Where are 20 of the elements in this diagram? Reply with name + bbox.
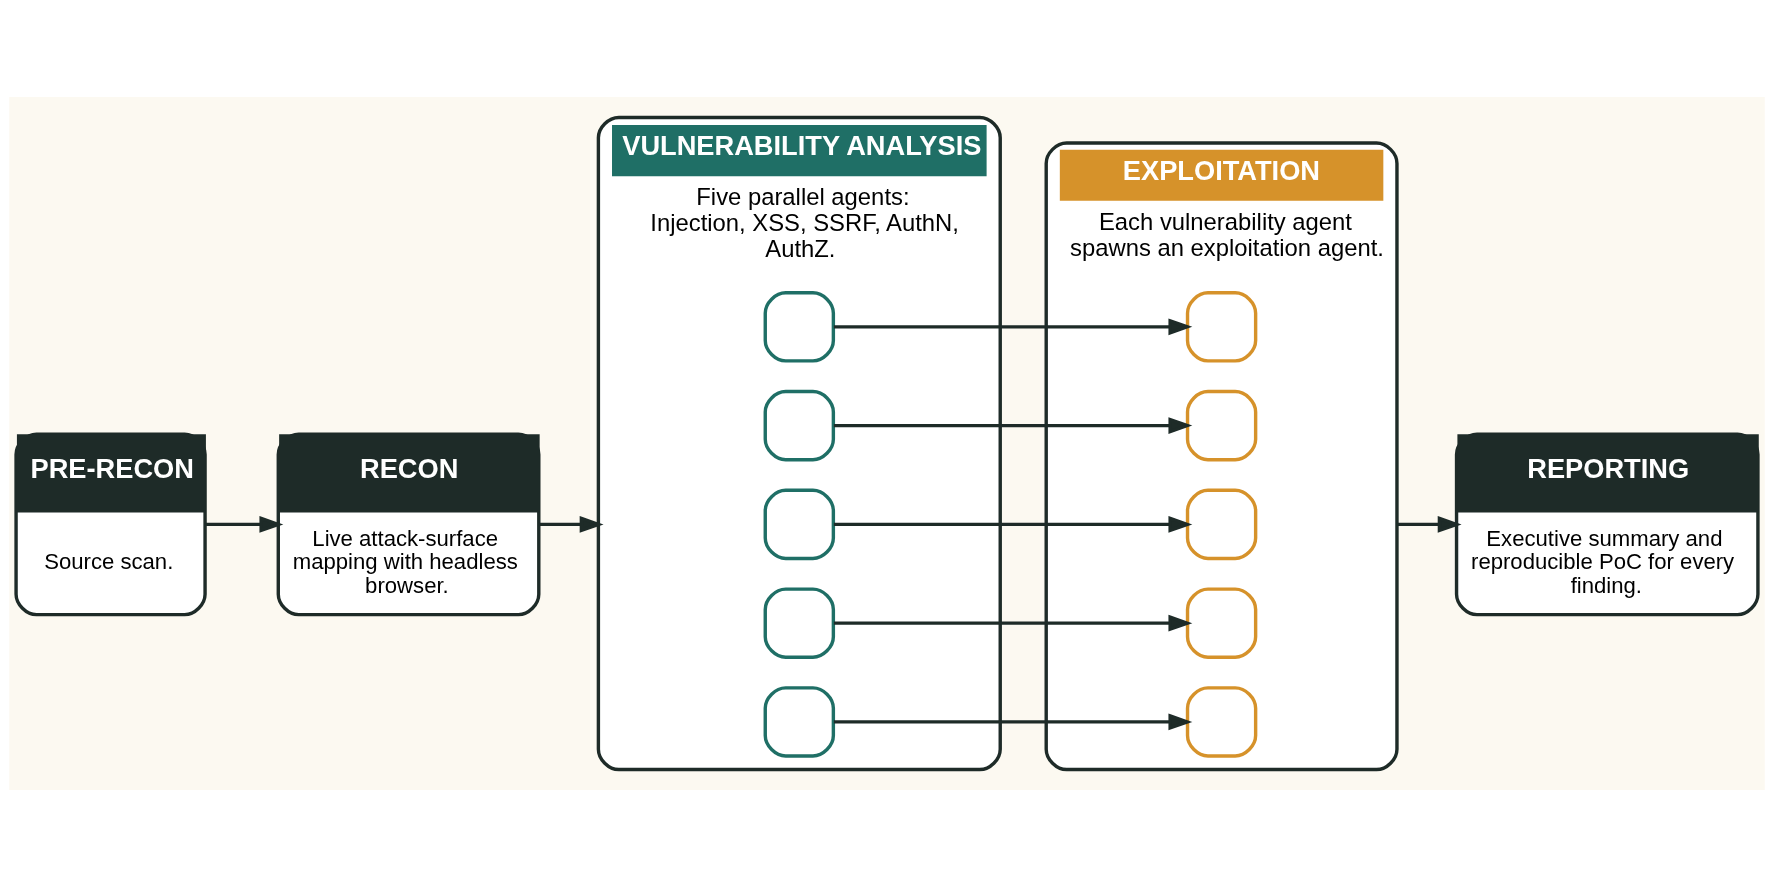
node-box <box>1185 291 1258 363</box>
node-box <box>1185 686 1258 758</box>
node-box <box>1185 587 1258 659</box>
arrow <box>833 318 1193 336</box>
arrow <box>833 614 1193 632</box>
cluster: VULNERABILITY ANALYSIS Five parallel agents: Injection, XSS, SSRF, AuthN, AuthZ. <box>596 115 1002 772</box>
arrow <box>833 516 1193 533</box>
node-box <box>763 291 836 363</box>
arrow <box>833 417 1193 434</box>
node-box <box>763 587 836 659</box>
arrow <box>539 516 604 533</box>
cluster: EXPLOITATION Each vulnerability agent spawns an exploitation agent. <box>1044 141 1399 772</box>
node-box <box>763 488 836 561</box>
node-box <box>763 686 836 758</box>
arrow <box>205 516 284 533</box>
arrow <box>1396 516 1462 533</box>
node-box <box>1185 488 1258 561</box>
node-box <box>1185 389 1258 462</box>
node-box <box>763 389 836 462</box>
arrow <box>833 713 1193 731</box>
